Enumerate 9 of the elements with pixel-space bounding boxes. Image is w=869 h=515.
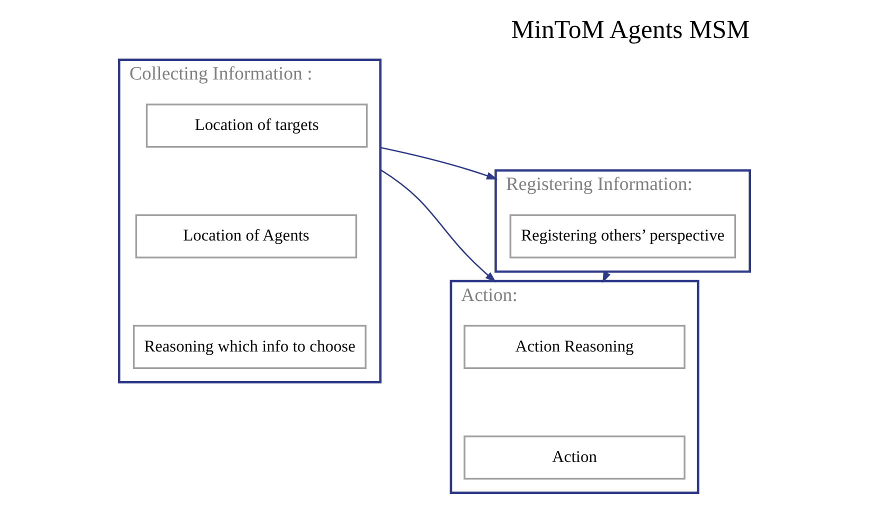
node-box: Action Reasoning — [464, 324, 686, 369]
diagram-title: MinToM Agents MSM — [511, 15, 750, 44]
node-box: Location of targets — [146, 104, 368, 148]
node-box: Reasoning which info to choose — [132, 324, 367, 369]
arrow — [380, 146, 498, 180]
node-box: Location of Agents — [135, 214, 358, 258]
node-box: Action — [464, 435, 686, 480]
node-box: Registering others’ perspective — [510, 214, 736, 258]
arrow — [380, 169, 496, 282]
